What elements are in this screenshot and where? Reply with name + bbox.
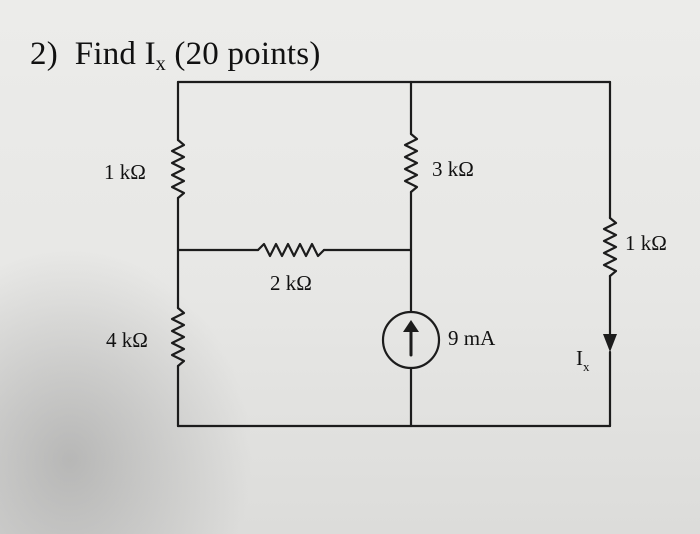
question-points: (20 points) (165, 36, 321, 72)
question-subscript: x (155, 53, 166, 75)
current-source-arrow-head (403, 320, 419, 332)
ix-direction-arrow (603, 334, 617, 352)
resistor-3k-center (403, 132, 419, 194)
resistor-1k-left (170, 138, 186, 200)
question-heading: 2) Find Ix (20 points) (30, 36, 321, 76)
label-1k-left: 1 kΩ (104, 160, 146, 184)
question-number: 2) (30, 36, 58, 72)
resistor-4k-left (170, 306, 186, 368)
resistor-1k-right (602, 216, 618, 278)
label-3k-center: 3 kΩ (432, 157, 474, 181)
resistor-2k-middle (256, 242, 326, 258)
label-4k-left: 4 kΩ (106, 328, 148, 352)
ix-current-label: Ix (576, 346, 590, 375)
question-text: Find I (74, 36, 156, 72)
label-9ma-source: 9 mA (448, 326, 496, 350)
ix-main: I (576, 346, 583, 370)
ix-sub: x (583, 359, 590, 374)
label-2k-middle: 2 kΩ (270, 271, 312, 295)
label-1k-right: 1 kΩ (625, 231, 667, 255)
